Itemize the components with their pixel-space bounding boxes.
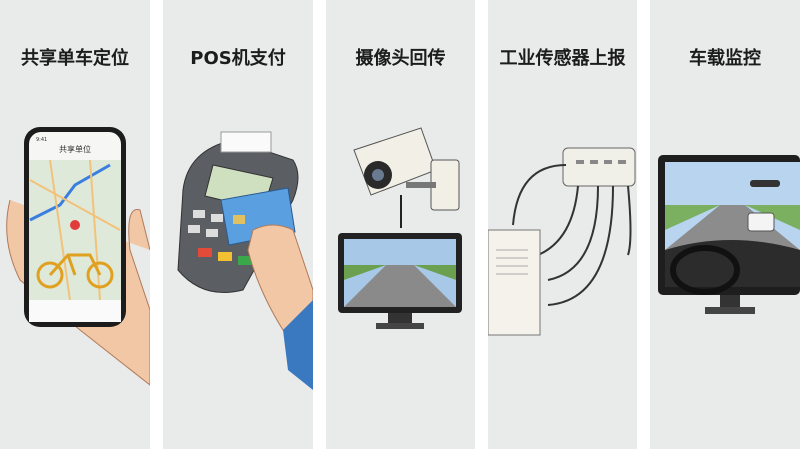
- pos-terminal-icon: [177, 131, 313, 390]
- panel-pos-payment: POS机支付: [163, 0, 313, 449]
- panel-title: 车载监控: [689, 48, 761, 69]
- phone-screen-title: 共享单位: [59, 144, 91, 154]
- car-dashboard-monitor-icon: [658, 155, 800, 314]
- panel-title: POS机支付: [190, 48, 286, 69]
- panel-industrial-sensor: 工业传感器上报: [488, 0, 637, 449]
- smartphone-map-icon: 共享单位 9:41: [6, 127, 150, 386]
- panel-bike-sharing: 共享单车定位 共享单位 9:41: [0, 0, 150, 449]
- panel-title: 工业传感器上报: [499, 48, 626, 69]
- panel-title: 共享单车定位: [21, 48, 129, 69]
- panel-vehicle-monitoring: 车载监控: [650, 0, 800, 449]
- security-camera-icon: [338, 127, 462, 329]
- phone-time: 9:41: [36, 137, 47, 143]
- sensor-hub-icon: [488, 147, 636, 336]
- panel-title: 摄像头回传: [355, 48, 446, 69]
- panel-camera-upload: 摄像头回传: [326, 0, 475, 449]
